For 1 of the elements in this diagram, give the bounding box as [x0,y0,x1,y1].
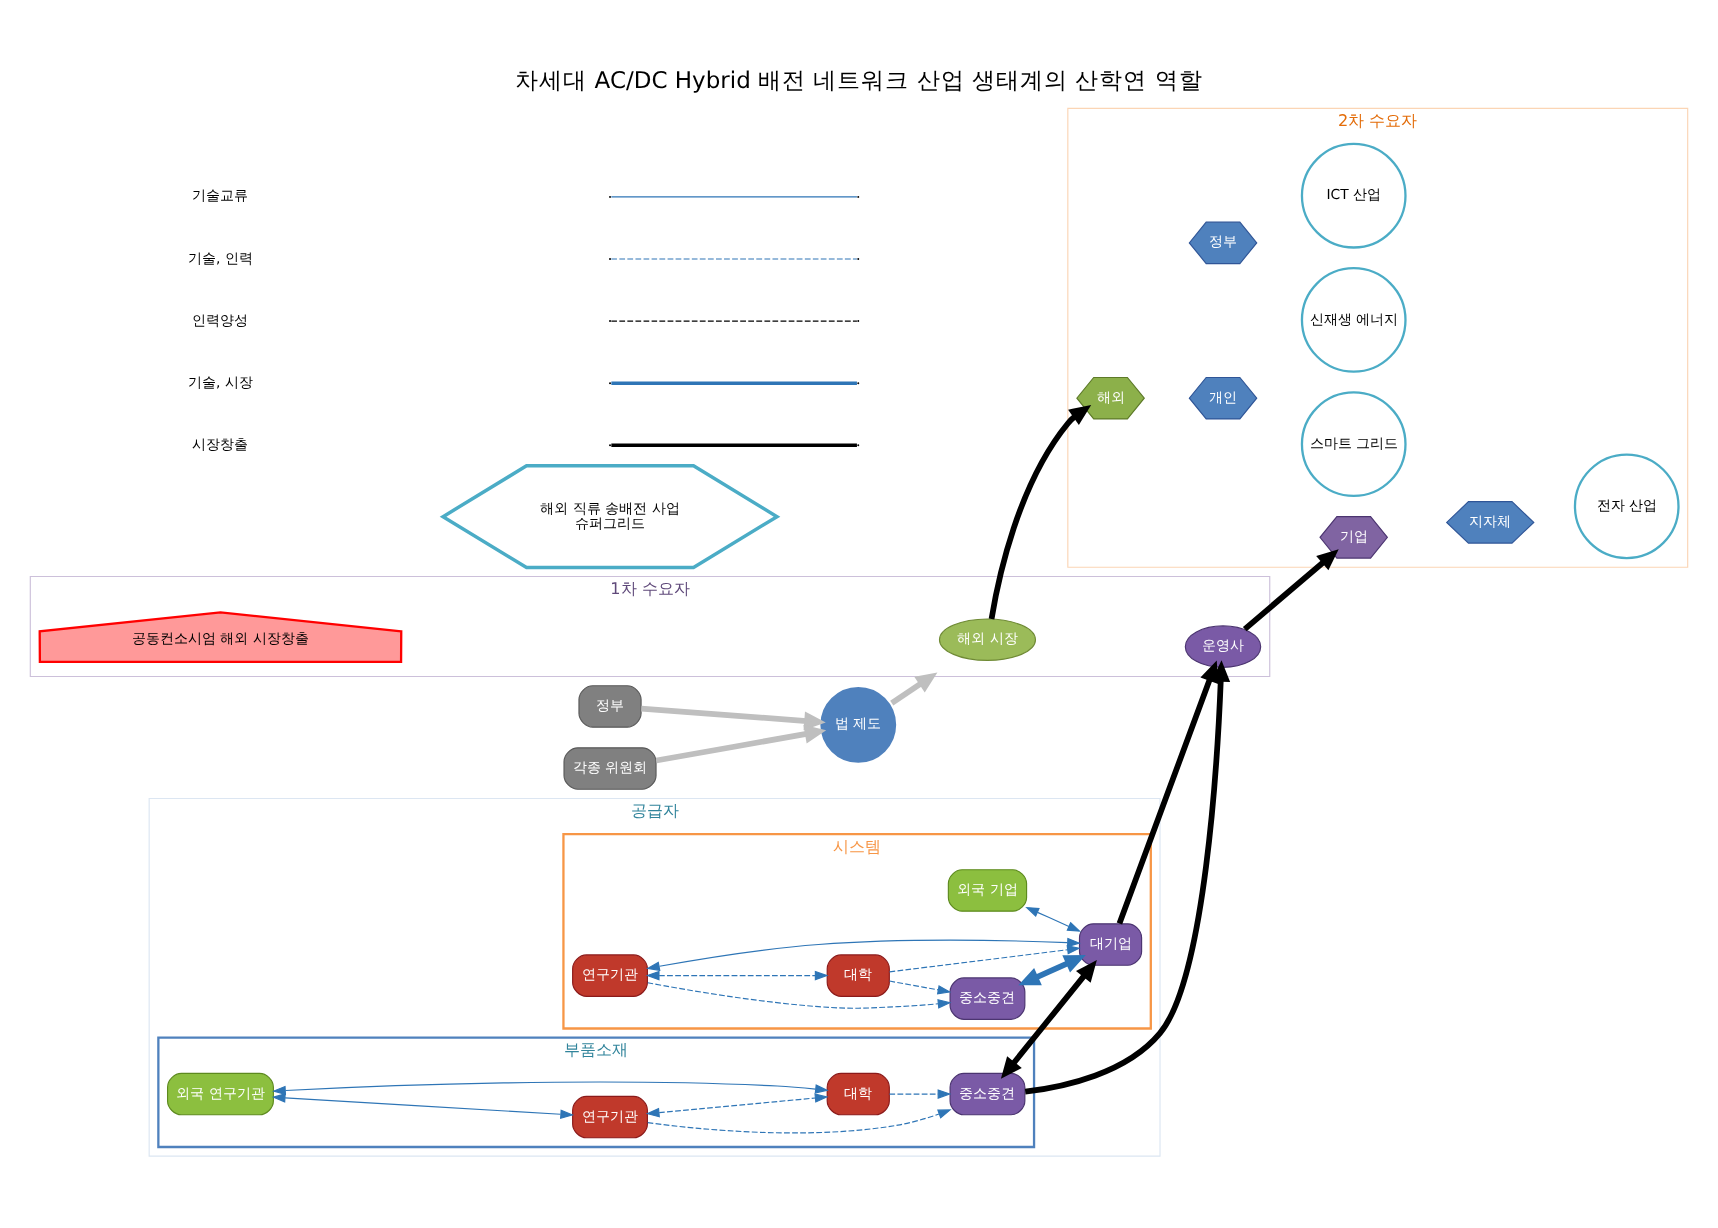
diagram-title: 차세대 AC/DC Hybrid 배전 네트워크 산업 생태계의 산학연 역할 [515,64,1203,93]
